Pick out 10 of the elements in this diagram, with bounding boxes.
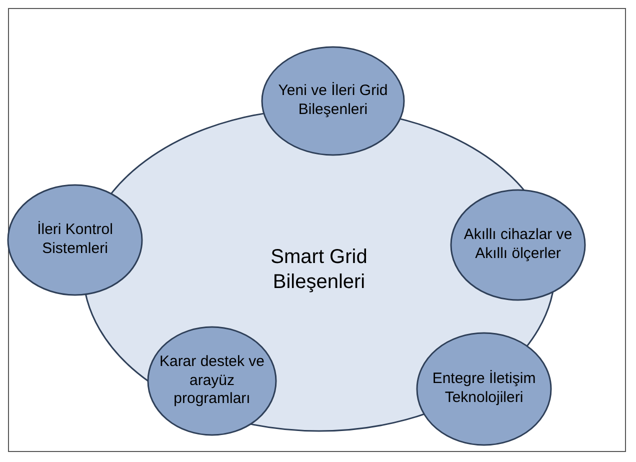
component-circle (7, 184, 143, 296)
component-circle (416, 332, 552, 446)
component-label: Yeni ve İleri Grid Bileşenleri (278, 82, 388, 120)
component-label: Entegre İletişim Teknolojileri (431, 370, 537, 408)
component-label: Karar destek ve arayüz programları (158, 352, 266, 410)
component-circle (261, 46, 405, 156)
component-label: Akıllı cihazlar ve Akıllı ölçerler (462, 226, 574, 264)
component-circle (450, 189, 586, 301)
component-label: İleri Kontrol Sistemleri (36, 221, 114, 259)
group-title: Smart Grid Bileşenleri (270, 245, 368, 295)
